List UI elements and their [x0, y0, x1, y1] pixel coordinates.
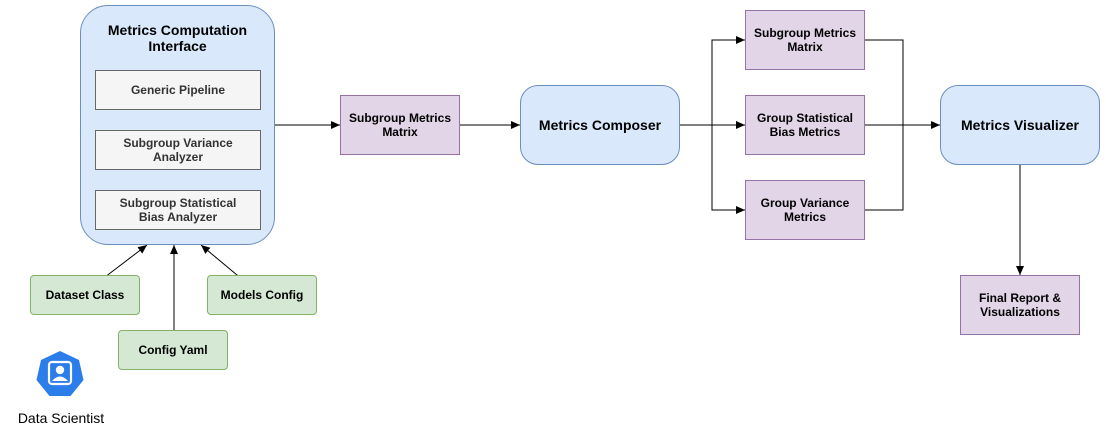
interface-title: Metrics Computation Interface: [107, 22, 248, 54]
arrow-dataset-to-interface: [104, 244, 148, 278]
final-report-visualizations: Final Report & Visualizations: [960, 275, 1080, 335]
output-subgroup-metrics-matrix: Subgroup Metrics Matrix: [745, 10, 865, 70]
data-scientist-label: Data Scientist: [17, 410, 105, 426]
arrow-models-to-interface: [200, 244, 244, 281]
user-badge-icon: [36, 351, 84, 396]
output-group-variance-metrics: Group Variance Metrics: [745, 180, 865, 240]
dataset-class-input: Dataset Class: [30, 275, 140, 315]
metrics-composer: Metrics Composer: [520, 85, 680, 165]
metrics-visualizer: Metrics Visualizer: [940, 85, 1100, 165]
output-group-statistical-bias-metrics: Group Statistical Bias Metrics: [745, 95, 865, 155]
config-yaml-input: Config Yaml: [118, 330, 228, 370]
generic-pipeline-module: Generic Pipeline: [95, 70, 261, 110]
subgroup-variance-analyzer-module: Subgroup Variance Analyzer: [95, 130, 261, 170]
arrow-composer-to-output-1: [680, 36, 745, 126]
models-config-input: Models Config: [207, 275, 317, 315]
subgroup-metrics-matrix: Subgroup Metrics Matrix: [340, 95, 460, 155]
line-output-3-merge: [865, 125, 904, 211]
subgroup-statistical-bias-analyzer-module: Subgroup Statistical Bias Analyzer: [95, 190, 261, 230]
line-output-1-merge: [865, 39, 904, 125]
arrow-composer-to-output-3: [680, 124, 745, 214]
